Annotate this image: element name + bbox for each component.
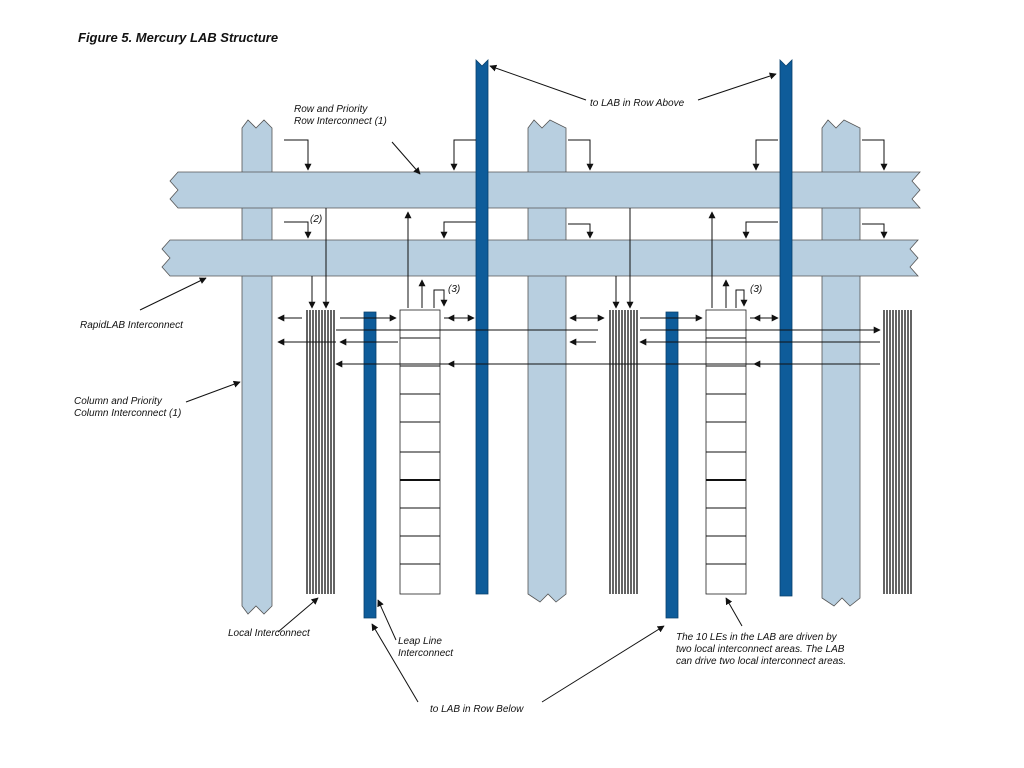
leap-line-label-line2: Interconnect [398,648,454,659]
column-priority-label-line1: Column and Priority [74,396,163,407]
footnote-3b-label: (3) [750,284,762,295]
note-line3: can drive two local interconnect areas. [676,656,846,667]
leader-to-lab-above-right [697,72,777,101]
note-line2: two local interconnect areas. The LAB [676,644,845,655]
rapidlab-label: RapidLAB Interconnect [80,320,184,331]
row-priority-label-line1: Row and Priority [294,104,368,115]
leap-line-1 [363,311,377,619]
local-interconnect-block-2 [608,310,638,594]
leader-leap-line [377,599,397,641]
leader-row-priority [391,141,421,175]
local-interconnect-block-1 [305,310,335,594]
note-line1: The 10 LEs in the LAB are driven by [676,632,838,643]
leader-to-lab-below-left [371,623,419,703]
le-column-2 [705,309,747,595]
local-interconnect-label: Local Interconnect [228,628,311,639]
rapidlab-interconnect-row [161,239,919,277]
le-column-1 [399,309,441,595]
leader-local-interconnect [277,597,319,633]
row-to-local-drops [308,208,634,309]
to-lab-below-label: to LAB in Row Below [430,704,524,715]
row-priority-label-line2: Row Interconnect (1) [294,116,387,127]
leader-column-priority [185,380,241,403]
figure-title: Figure 5. Mercury LAB Structure [78,30,278,45]
le-outputs-to-rows [404,211,748,308]
row-interconnect-top [169,171,921,209]
leap-line-up-1 [475,59,489,595]
footnote-3a-label: (3) [448,284,460,295]
leader-note [725,597,743,627]
leap-line-label-line1: Leap Line [398,636,442,647]
leader-rapidlab [139,277,207,311]
leap-line-up-2 [779,59,793,597]
column-priority-label-line2: Column Interconnect (1) [74,408,181,419]
local-horizontal-connections [277,314,881,368]
leader-to-lab-below-right [541,625,665,703]
footnote-2-label: (2) [310,214,322,225]
column-to-row-connections [284,139,888,239]
leader-to-lab-above-left [489,64,587,101]
leap-line-2 [665,311,679,619]
to-lab-above-label: to LAB in Row Above [590,98,685,109]
local-interconnect-block-3 [882,310,912,594]
